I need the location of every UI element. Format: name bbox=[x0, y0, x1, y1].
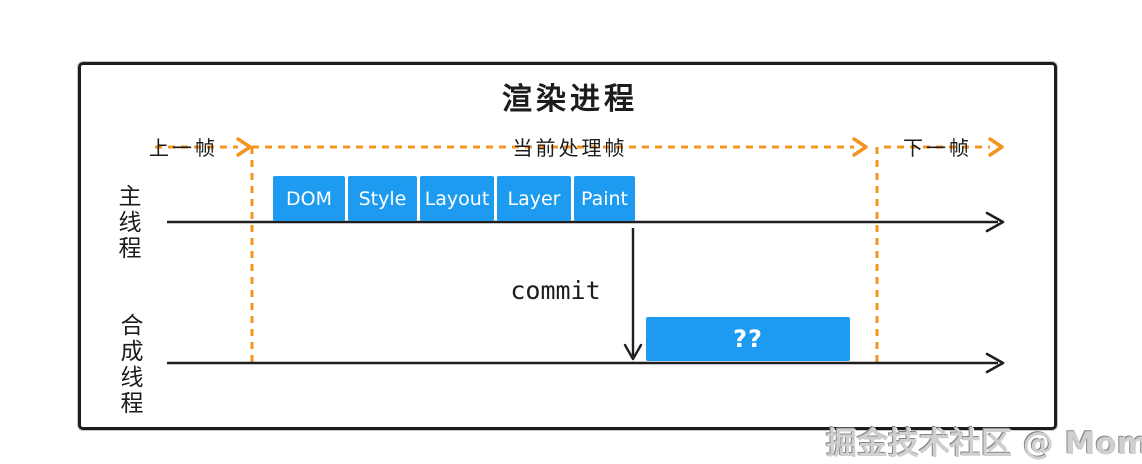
prev-frame-label: 上一帧 bbox=[149, 136, 218, 160]
watermark: 掘金技术社区 @ Moment bbox=[826, 426, 1142, 462]
compositor-thread-label: 合成线程 bbox=[116, 313, 142, 417]
compositor-thread-arrowhead-icon bbox=[985, 352, 1005, 374]
main-thread-arrowhead-icon bbox=[985, 211, 1005, 233]
commit-arrowhead-icon bbox=[623, 343, 643, 361]
next-frame-label: 下一帧 bbox=[903, 136, 972, 160]
commit-label: commit bbox=[510, 276, 601, 305]
main-thread-stages: DOM Style Layout Layer Paint bbox=[273, 176, 635, 221]
prev-frame-arrowhead-icon bbox=[236, 137, 252, 157]
current-frame-label: 当前处理帧 bbox=[512, 136, 628, 160]
stage-box-layer: Layer bbox=[497, 176, 571, 221]
diagram-title: 渲染进程 bbox=[502, 82, 638, 117]
main-thread-label: 主线程 bbox=[114, 184, 140, 262]
stage-box-paint: Paint bbox=[574, 176, 635, 221]
stage-box-style: Style bbox=[348, 176, 417, 221]
compositor-task-box: ?? bbox=[646, 317, 850, 361]
stage-box-layout: Layout bbox=[420, 176, 494, 221]
diagram-border bbox=[78, 62, 1057, 430]
next-frame-arrowhead-icon bbox=[988, 137, 1004, 157]
stage-box-dom: DOM bbox=[273, 176, 345, 221]
current-frame-arrowhead-icon bbox=[852, 137, 868, 157]
